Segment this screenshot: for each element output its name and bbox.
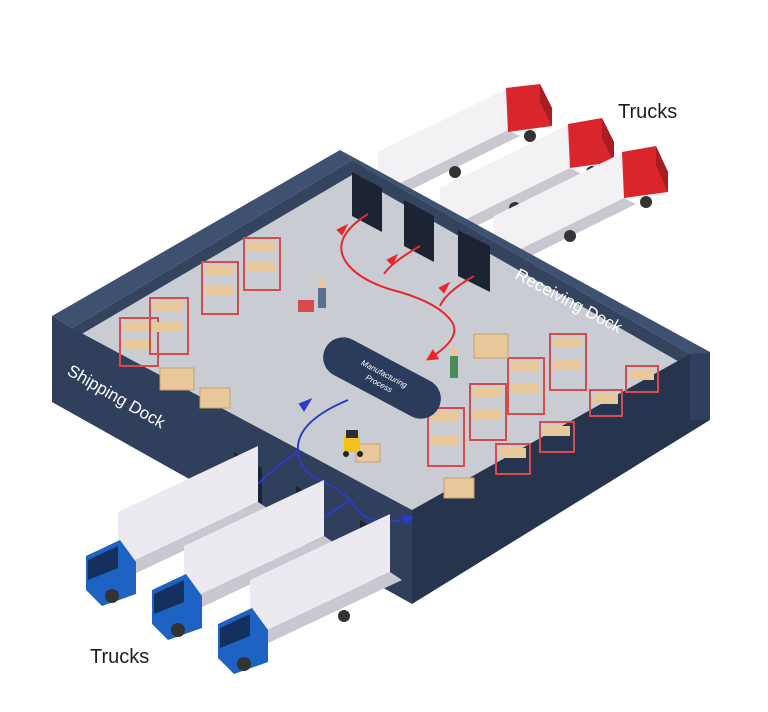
outbound-flow-path-1 [296,399,415,526]
top-trucks-group [378,84,668,268]
inbound-flow-path-3 [439,275,475,307]
shelf-rack-icon [201,261,239,315]
truck-icon [218,514,402,674]
shelf-rack-icon [507,357,545,415]
forklift-icon [343,430,363,457]
warehouse-building [52,150,710,604]
warehouse-floor [72,170,690,510]
receiving-doors [352,172,490,292]
receiving-wall [340,150,710,354]
bottom-trucks-group [86,446,402,674]
shelf-rack-icon [549,333,587,391]
trucks-bottom-label: Trucks [90,646,149,668]
shelf-rack-icon [539,421,575,453]
trucks-top-label: Trucks [618,101,677,123]
truck-icon [86,446,270,606]
shelf-rack-icon [625,365,659,393]
truck-icon [440,118,614,238]
shelf-rack-icon [495,443,531,475]
box-stack-icon [355,443,381,463]
truck-icon [152,480,336,640]
box-stack-icon [473,333,509,359]
front-right-wall [412,352,710,604]
truck-icon [378,84,552,200]
shelf-rack-icon [149,297,189,355]
shelf-rack-icon [427,407,465,467]
back-left-wall [52,150,352,328]
shelf-rack-icon [469,383,507,441]
inbound-flow-path-1 [340,213,456,361]
worker-icon [450,348,458,378]
box-stacks [159,333,509,499]
worker-icon [298,280,326,312]
shelf-rack-icon [243,237,281,291]
inbound-flow-path-2 [383,245,421,275]
shelving-racks [119,237,659,475]
truck-icon [494,146,668,268]
shelf-rack-icon [589,389,623,417]
box-stack-icon [443,477,475,499]
shelf-rack-icon [119,317,159,367]
outbound-flow-path-2 [257,449,301,485]
inbound-flow [336,213,475,361]
box-stack-icon [159,367,231,409]
